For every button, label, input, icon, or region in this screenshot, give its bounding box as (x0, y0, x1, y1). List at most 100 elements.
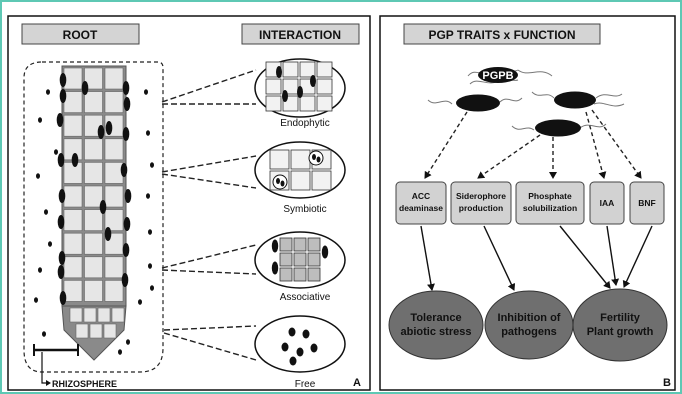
trait-iaa-label: IAA (600, 198, 615, 208)
rhizosphere-bacterium (150, 285, 154, 291)
root-bacterium (123, 217, 131, 231)
associative-bacterium (271, 261, 279, 275)
root-cell (63, 185, 83, 208)
root-bacterium (59, 73, 67, 87)
symbiotic-cell (290, 149, 311, 170)
trait-acc-line1: ACC (412, 191, 430, 201)
associative-cell (293, 252, 307, 267)
endophytic-cell (316, 95, 333, 112)
trait-box-iaa (589, 181, 625, 225)
associative-cell (307, 252, 321, 267)
root-bacterium (81, 81, 89, 95)
root-bacterium (124, 189, 132, 203)
pgpb-bacterium (535, 119, 581, 137)
interaction-connectors (161, 69, 257, 361)
flagellum (595, 93, 623, 99)
flagellum (531, 91, 555, 99)
endophytic-cells (265, 61, 333, 112)
associative-illustration (254, 231, 346, 289)
root-bacterium (59, 89, 67, 103)
rhizosphere-pointer-arrowhead (46, 380, 51, 386)
root-bacteria-group (34, 73, 154, 355)
root-bacterium (58, 251, 66, 265)
root-cell (84, 185, 103, 208)
associative-cell (293, 267, 307, 282)
symbiotic-bacterium (312, 154, 316, 160)
function-inhibition-line2: pathogens (501, 326, 557, 338)
associative-cell (307, 237, 321, 252)
root-cell (104, 138, 124, 161)
root-cell (97, 307, 111, 323)
associative-label: Associative (280, 292, 331, 303)
rhizosphere-bacterium (34, 297, 38, 303)
root-cell-grid (63, 67, 124, 302)
root-tip-cells (69, 307, 125, 339)
rhizosphere-bacterium (54, 149, 58, 155)
root-cell (84, 67, 103, 90)
endophytic-cell (265, 78, 282, 95)
root-header-label: ROOT (63, 28, 98, 42)
endophytic-cell (282, 61, 299, 78)
free-bacterium (302, 329, 310, 339)
free-bacterium (289, 356, 297, 366)
root-bacterium (97, 125, 105, 139)
function-tolerance-ellipse (388, 290, 484, 360)
rhizosphere-bacterium (148, 229, 152, 235)
arrow-to-acc (424, 111, 468, 179)
pgpb-bacterium (478, 67, 518, 83)
root-bacterium (105, 121, 113, 135)
root-cell (104, 256, 124, 279)
trait-siderophore-line1: Siderophore (456, 191, 506, 201)
root-cell (63, 232, 83, 255)
rhizosphere-scale-bar (33, 344, 79, 386)
function-fertility-line2: Plant growth (587, 326, 654, 338)
arrow-phosphate-to-fertility (559, 225, 611, 289)
rhizosphere-bacterium (48, 241, 52, 247)
trait-box-phosphate (515, 181, 585, 225)
root-cell (63, 67, 83, 90)
flagellum (593, 102, 625, 107)
root-bacterium (121, 273, 129, 287)
endophytic-cell (316, 78, 333, 95)
root-cell (84, 138, 103, 161)
rhizosphere-bacterium (150, 162, 154, 168)
associative-cell (279, 267, 293, 282)
arrow-bnf-to-fertility (622, 225, 653, 288)
connector-free-top (163, 325, 257, 331)
root-cell (104, 280, 124, 302)
endophytic-bacterium (310, 75, 316, 87)
pgpb-label: PGPB (482, 70, 513, 82)
rhizosphere-bacterium (46, 89, 50, 95)
root-cell (63, 280, 83, 302)
root-cell (63, 114, 83, 137)
symbiotic-label: Symbiotic (283, 204, 326, 215)
pgp-header-label: PGP TRAITS x FUNCTION (428, 28, 575, 42)
root-bacterium (56, 113, 64, 127)
trait-box-acc (395, 181, 447, 225)
trait-phosphate-line1: Phosphate (528, 191, 572, 201)
root-bacterium (104, 227, 112, 241)
endophytic-illustration (254, 58, 346, 118)
rhizosphere-bacterium (118, 349, 122, 355)
root-bacterium (99, 200, 107, 214)
root-bacterium (57, 265, 65, 279)
rhizosphere-bacterium (126, 339, 130, 345)
symbiotic-illustration (254, 141, 346, 199)
root-cell (104, 209, 124, 231)
root-cell (103, 323, 117, 339)
connector-free-bottom (163, 332, 257, 361)
associative-bacterium (271, 239, 279, 253)
free-ellipse (254, 315, 346, 373)
endophytic-bacterium (276, 66, 282, 78)
trait-box-bnf (629, 181, 665, 225)
associative-cell (279, 252, 293, 267)
root-cell (104, 185, 124, 208)
function-inhibition-ellipse (484, 290, 574, 360)
function-arrows (420, 225, 653, 291)
interaction-header-label: INTERACTION (259, 28, 341, 42)
root-bacterium (122, 81, 130, 95)
associative-cell (279, 237, 293, 252)
rhizosphere-label: RHIZOSPHERE (52, 379, 117, 389)
associative-cell (307, 267, 321, 282)
